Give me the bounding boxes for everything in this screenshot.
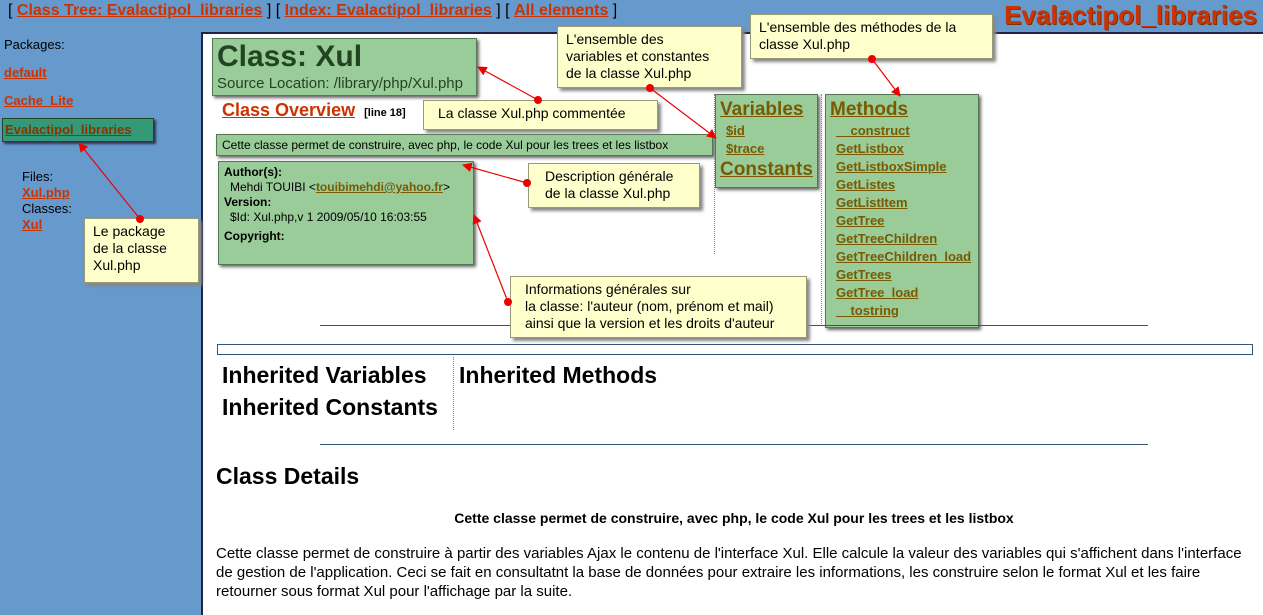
variable-link[interactable]: $trace xyxy=(726,141,765,156)
note-line: Xul.php xyxy=(93,257,141,273)
package-link-cache-lite[interactable]: Cache_Lite xyxy=(4,93,74,108)
author-label: Author(s): xyxy=(224,165,282,179)
note-description: Description générale de la classe Xul.ph… xyxy=(528,163,700,208)
column-divider xyxy=(821,94,822,324)
class-overview-row: Class Overview [line 18] xyxy=(222,100,406,121)
package-title: Evalactipol_libraries xyxy=(1004,0,1257,30)
package-link-default[interactable]: default xyxy=(4,65,47,80)
class-details-body: Cette classe permet de construire à part… xyxy=(216,545,1242,600)
note-line: de la classe Xul.php xyxy=(566,65,692,81)
inherited-constants-title: Inherited Constants xyxy=(222,394,438,420)
column-divider xyxy=(714,94,715,254)
nav-bracket: [ xyxy=(8,2,13,19)
method-link[interactable]: GetTreeChildren xyxy=(836,231,938,246)
note-line: L'ensemble des méthodes de la xyxy=(759,19,957,35)
all-elements-link[interactable]: All elements xyxy=(514,2,609,19)
inherited-table-border xyxy=(217,344,1253,355)
classes-label: Classes: xyxy=(22,201,72,216)
column-divider xyxy=(453,357,454,430)
method-link[interactable]: GetListItem xyxy=(836,195,908,210)
class-details-subtitle: Cette classe permet de construire, avec … xyxy=(454,510,1014,526)
method-link[interactable]: GetTree xyxy=(836,213,885,228)
copyright-label: Copyright: xyxy=(224,229,285,243)
variables-link[interactable]: Variables xyxy=(720,99,804,120)
source-location: Source Location: /library/php/Xul.php xyxy=(217,75,463,92)
method-link[interactable]: __tostring xyxy=(836,303,899,318)
class-link-xul[interactable]: Xul xyxy=(22,217,43,232)
short-description: Cette classe permet de construire, avec … xyxy=(216,134,713,156)
file-link-xul[interactable]: Xul.php xyxy=(22,185,70,200)
class-info-box: Author(s): Mehdi TOUIBI <touibimehdi@yah… xyxy=(218,161,474,265)
note-line: classe Xul.php xyxy=(759,36,851,52)
class-header-box: Class: Xul Source Location: /library/php… xyxy=(212,38,477,96)
author-value: Mehdi TOUIBI <touibimehdi@yahoo.fr> xyxy=(224,180,468,195)
index-link[interactable]: Index: Evalactipol_libraries xyxy=(284,2,492,19)
note-methods: L'ensemble des méthodes de la classe Xul… xyxy=(750,14,993,59)
author-end: > xyxy=(442,180,450,194)
author-name: Mehdi TOUIBI < xyxy=(230,180,316,194)
author-email-link[interactable]: touibimehdi@yahoo.fr xyxy=(315,180,443,194)
note-line: L'ensemble des xyxy=(566,31,664,47)
files-label: Files: xyxy=(22,169,54,184)
version-value: $Id: Xul.php,v 1 2009/05/10 16:03:55 xyxy=(230,210,427,224)
note-line: de la classe xyxy=(93,240,167,256)
sidebar: Packages: default Cache_Lite Evalactipol… xyxy=(0,32,200,615)
method-link[interactable]: GetTreeChildren_load xyxy=(836,249,972,264)
method-link[interactable]: __construct xyxy=(836,123,910,138)
note-line: Description générale xyxy=(545,168,674,184)
note-informations: Informations générales sur la classe: l'… xyxy=(510,276,807,338)
constants-link[interactable]: Constants xyxy=(720,159,813,180)
note-line: Informations générales sur xyxy=(525,281,691,297)
note-line: la classe: l'auteur (nom, prénom et mail… xyxy=(525,298,774,314)
packages-label: Packages: xyxy=(4,37,65,52)
note-variables: L'ensemble des variables et constantes d… xyxy=(557,26,742,88)
version-label: Version: xyxy=(224,195,272,209)
class-title: Class: Xul xyxy=(217,40,363,73)
inherited-variables-title: Inherited Variables xyxy=(222,362,427,388)
note-package: Le package de la classe Xul.php xyxy=(84,218,199,283)
variable-link[interactable]: $id xyxy=(726,123,745,138)
method-link[interactable]: GetTree_load xyxy=(836,285,919,300)
nav-separator: ] [ xyxy=(496,2,510,19)
note-line: ainsi que la version et les droits d'aut… xyxy=(525,315,775,331)
class-tree-link[interactable]: Class Tree: Evalactipol_libraries xyxy=(16,2,263,19)
method-link[interactable]: GetListes xyxy=(836,177,896,192)
class-overview-link[interactable]: Class Overview xyxy=(222,100,356,120)
main-content: Class: Xul Source Location: /library/php… xyxy=(201,32,1263,615)
class-details-title: Class Details xyxy=(216,463,360,489)
package-link-evalactipol[interactable]: Evalactipol_libraries xyxy=(5,122,132,137)
method-link[interactable]: GetTrees xyxy=(836,267,892,282)
note-line: variables et constantes xyxy=(566,48,710,64)
package-item-selected[interactable]: Evalactipol_libraries xyxy=(2,118,154,142)
methods-link[interactable]: Methods xyxy=(830,99,909,120)
line-number: [line 18] xyxy=(364,107,406,119)
note-line: de la classe Xul.php xyxy=(545,185,671,201)
note-line: Le package xyxy=(93,223,166,239)
note-commentee: La classe Xul.php commentée xyxy=(423,100,658,130)
methods-box: Methods __construct GetListbox GetListbo… xyxy=(825,94,979,328)
variables-box: Variables $id $trace Constants xyxy=(715,94,818,188)
method-link[interactable]: GetListbox xyxy=(836,141,904,156)
method-link[interactable]: GetListboxSimple xyxy=(836,159,947,174)
nav-bracket: ] xyxy=(612,2,618,19)
nav-separator: ] [ xyxy=(266,2,281,19)
top-navigation: [ Class Tree: Evalactipol_libraries ] [ … xyxy=(8,2,617,20)
inherited-methods-title: Inherited Methods xyxy=(459,362,658,388)
horizontal-rule xyxy=(320,444,1148,445)
